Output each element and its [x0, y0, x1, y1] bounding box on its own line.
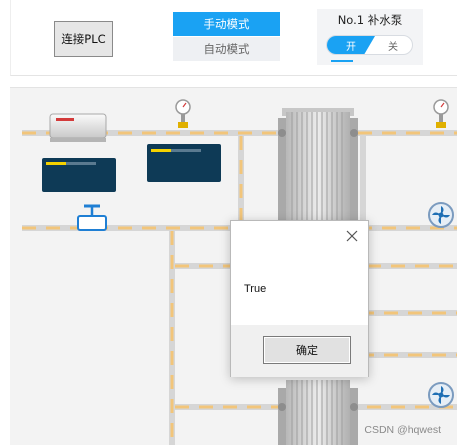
dialog-message: True: [244, 283, 267, 295]
watermark: CSDN @hqwest: [364, 424, 441, 436]
valve-icon: [77, 204, 107, 231]
pressure-gauge-icon: [175, 99, 191, 128]
pump-title: No.1 补水泵: [337, 13, 403, 27]
pump-off-option[interactable]: 关: [388, 41, 398, 53]
pump-on-option[interactable]: 开: [327, 36, 375, 54]
plate-heat-exchanger-lower: [278, 380, 358, 445]
dialog-footer: 确定: [231, 325, 368, 377]
fan-icon-lower: [428, 382, 454, 408]
message-dialog: True 确定: [230, 220, 369, 377]
branch-pipe-c: [360, 352, 457, 358]
vertical-pipe-upper: [238, 136, 244, 226]
water-tank-icon: [49, 113, 107, 142]
sensor-panel-right: [147, 144, 221, 182]
fan-icon: [428, 202, 454, 228]
manual-mode-button[interactable]: 手动模式: [173, 12, 280, 36]
pump-control-card: No.1 补水泵 开 关: [317, 9, 423, 65]
plate-heat-exchanger: [278, 108, 358, 230]
close-icon[interactable]: [345, 229, 359, 243]
pump-toggle[interactable]: 开 关: [326, 35, 413, 55]
connect-plc-button[interactable]: 连接PLC: [54, 21, 113, 57]
process-diagram-canvas: [22, 99, 457, 445]
auto-mode-button[interactable]: 自动模式: [173, 37, 280, 61]
toggle-underline: [331, 60, 353, 62]
pressure-gauge-icon-right: [433, 99, 449, 128]
vertical-pipe-left: [169, 231, 175, 445]
sensor-panel-left: [42, 158, 116, 192]
ok-button[interactable]: 确定: [263, 336, 351, 364]
branch-pipe-b: [360, 310, 457, 316]
